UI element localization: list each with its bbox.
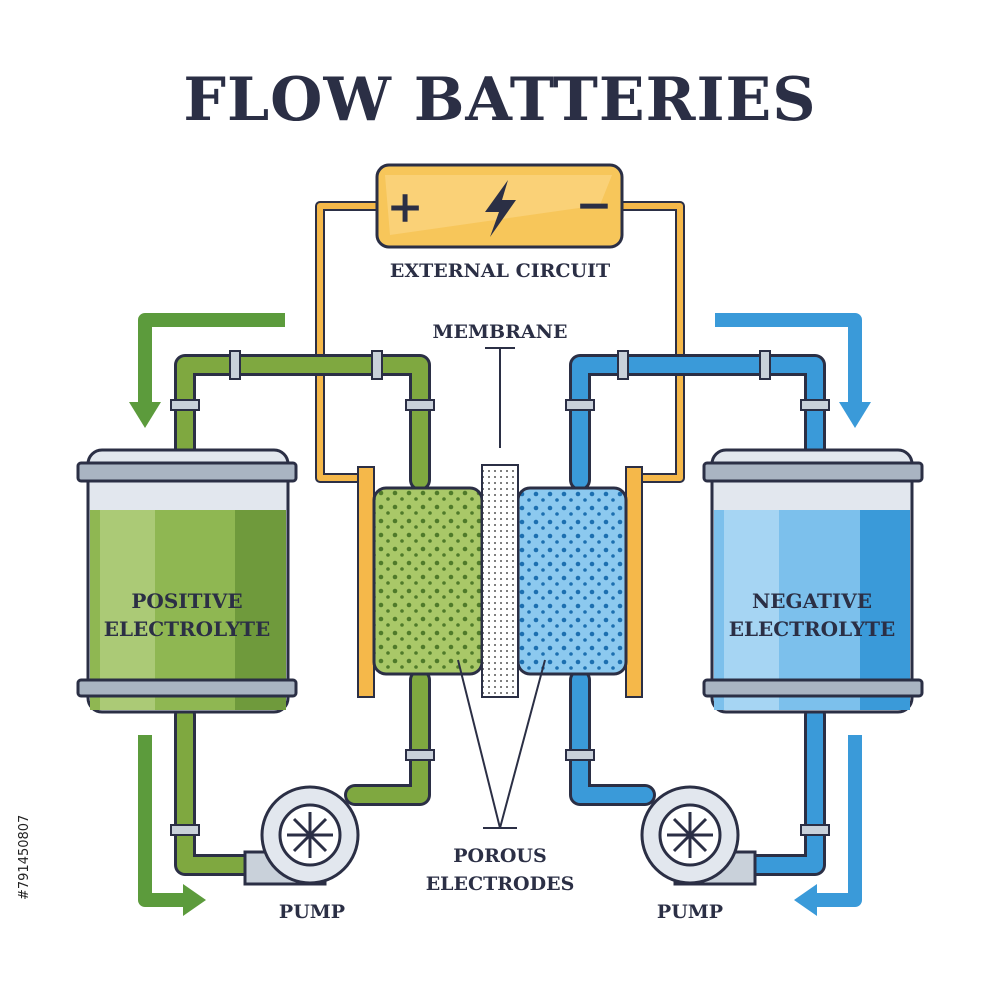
membrane-label: MEMBRANE [433, 321, 568, 343]
battery: + − [375, 163, 624, 249]
flow-arrow-icon [138, 313, 862, 907]
diagram-title: FLOW BATTERIES [183, 65, 816, 135]
lightning-bolt-icon [485, 180, 516, 237]
pump-impeller-icon [667, 812, 713, 858]
left-current-collector [357, 466, 375, 698]
pump-impeller-icon [287, 812, 333, 858]
stock-id: #791450807 [17, 815, 32, 900]
external-circuit-label: EXTERNAL CIRCUIT [390, 260, 610, 282]
pump-left-label: PUMP [279, 901, 345, 923]
porous-electrodes-label-line2: ELECTRODES [426, 873, 575, 895]
right-pump [640, 785, 757, 886]
negative-electrolyte-tank: NEGATIVE ELECTROLYTE [702, 448, 924, 714]
pump-right-label: PUMP [657, 901, 723, 923]
negative-electrolyte-label-line2: ELECTROLYTE [729, 617, 896, 641]
minus-icon: − [576, 180, 613, 231]
pipe-joints [170, 350, 830, 836]
negative-porous-electrode [516, 486, 628, 676]
negative-electrolyte-label-line1: NEGATIVE [752, 589, 872, 613]
left-pump [243, 785, 360, 886]
plus-icon: + [387, 182, 424, 233]
positive-electrolyte-label-line1: POSITIVE [131, 589, 242, 613]
positive-porous-electrode [372, 486, 484, 676]
membrane [481, 464, 519, 698]
right-current-collector [625, 466, 643, 698]
porous-electrodes-label-line1: POROUS [453, 845, 546, 867]
positive-electrolyte-label-line2: ELECTROLYTE [104, 617, 271, 641]
positive-electrolyte-tank: POSITIVE ELECTROLYTE [76, 448, 298, 714]
